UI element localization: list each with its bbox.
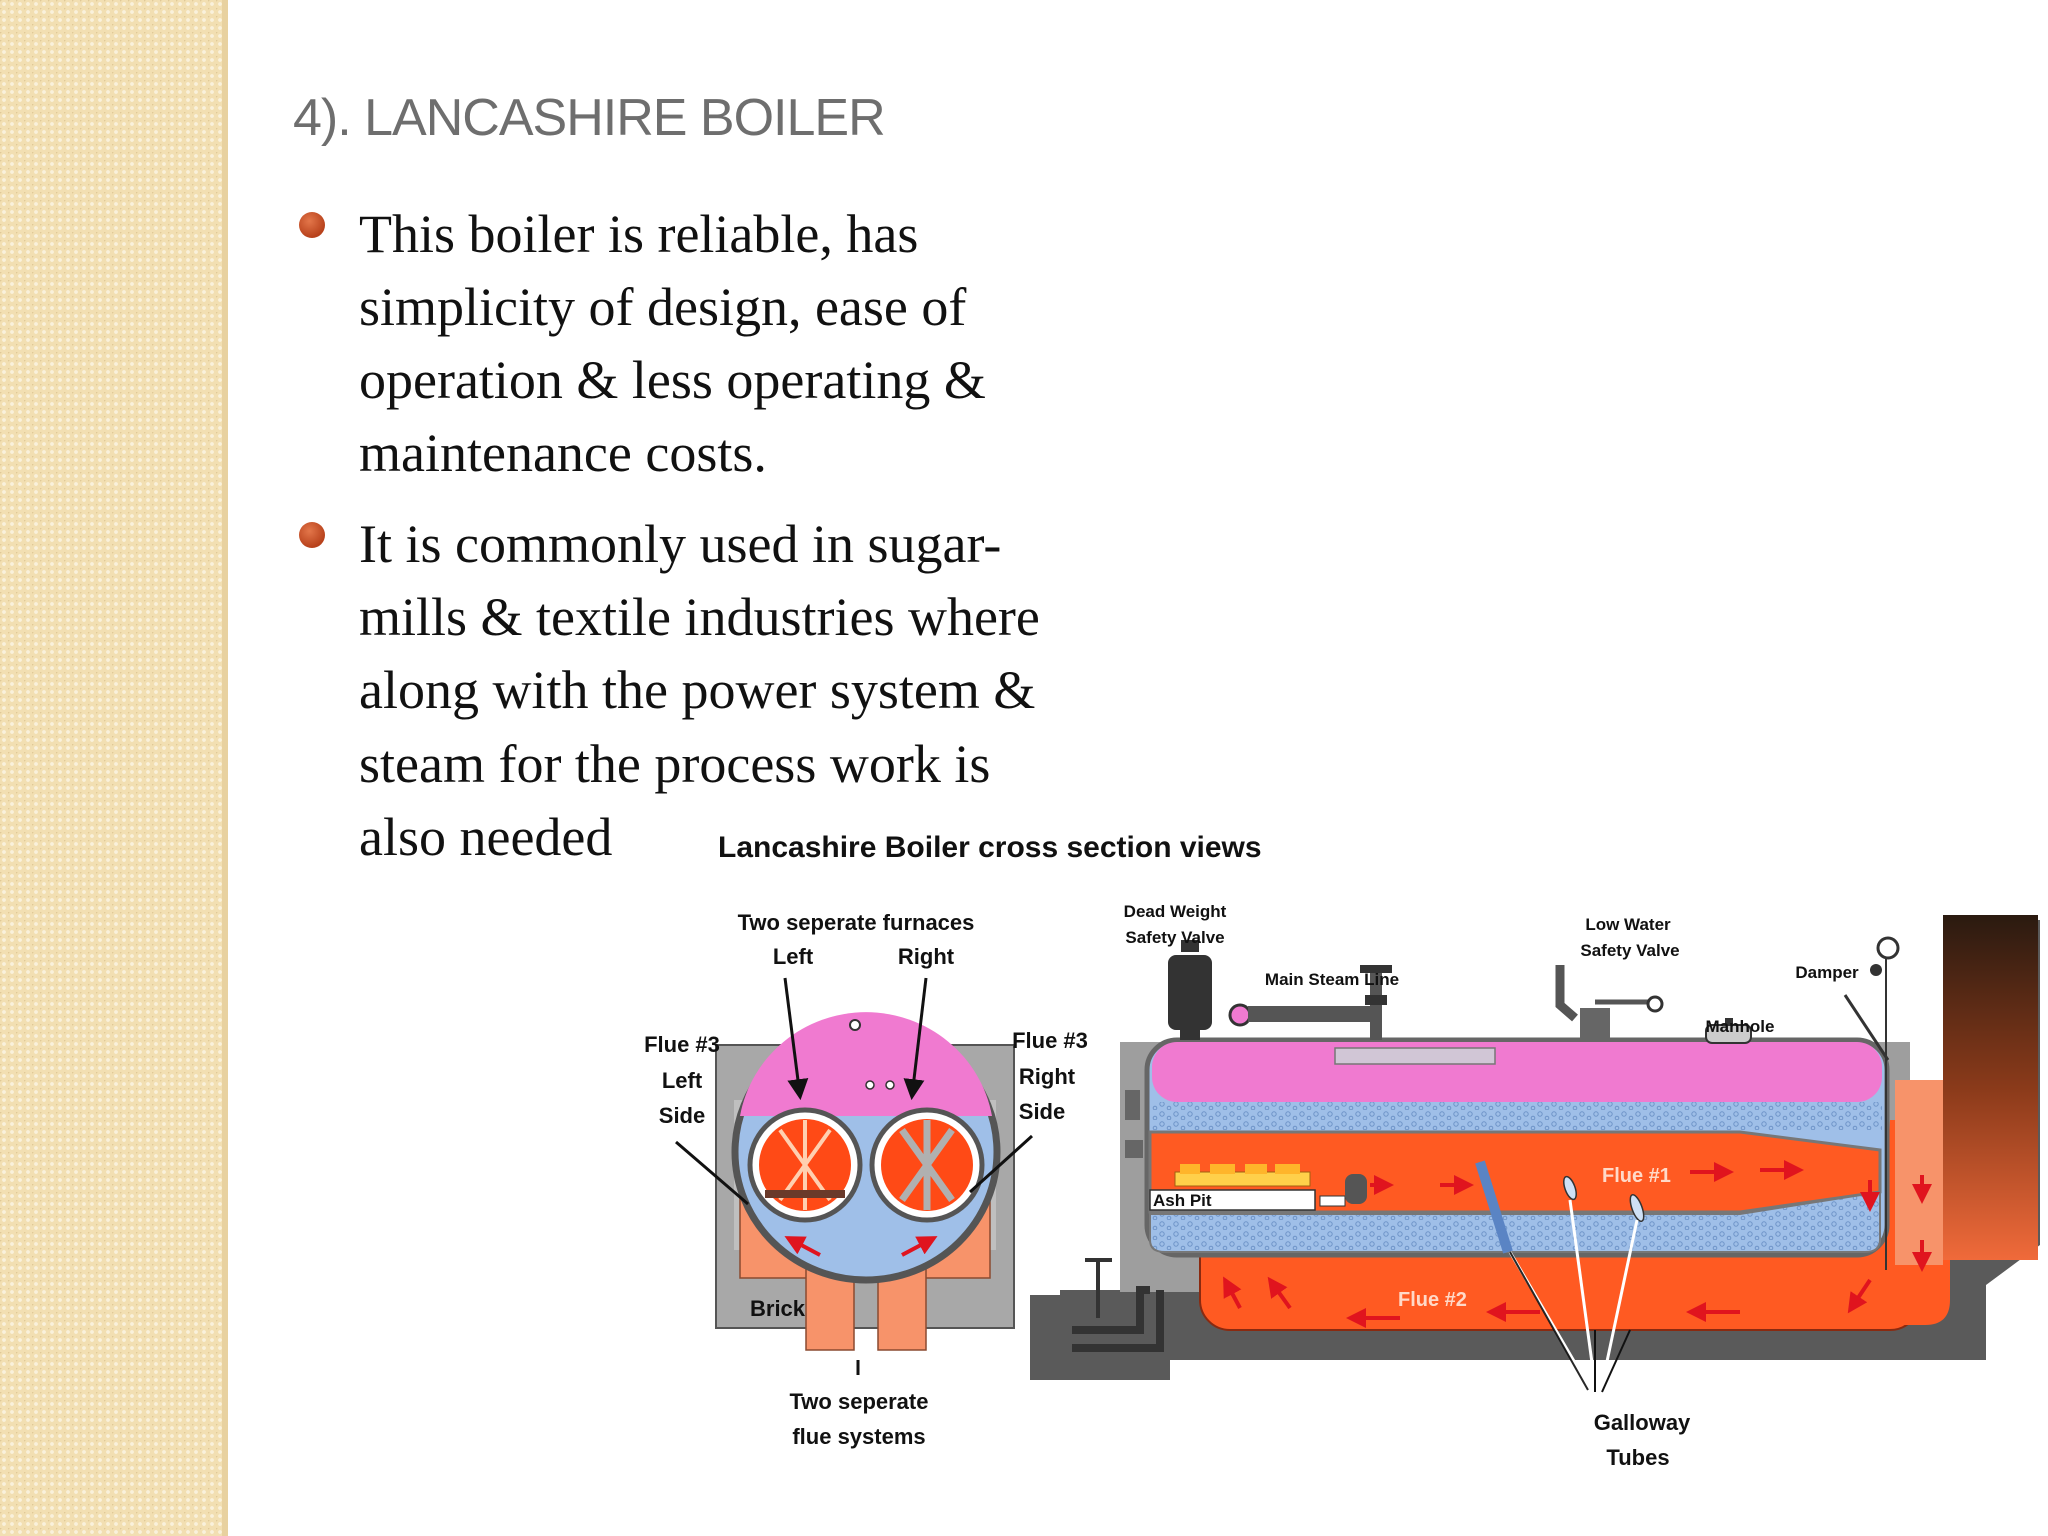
diagram-title: Lancashire Boiler cross section views (718, 831, 1262, 864)
galloway-label-1: Galloway (1594, 1410, 1691, 1435)
galloway-label-2: Tubes (1606, 1445, 1669, 1470)
dead-weight-safety-valve (1168, 940, 1212, 1040)
flue3-right-label-3: Side (1019, 1099, 1065, 1124)
grate (1174, 1171, 1311, 1187)
furnace-right-label: Right (898, 944, 955, 969)
longitudinal-right-view: Ash Pit (1030, 902, 2040, 1470)
flue3-right-label-2: Right (1019, 1064, 1076, 1089)
low-water-label-2: Safety Valve (1580, 941, 1679, 960)
steam-space (1152, 1042, 1882, 1102)
ash-pit-label: Ash Pit (1153, 1191, 1212, 1210)
flue2-label: Flue #2 (1398, 1289, 1467, 1311)
manhole-label: Manhole (1706, 1017, 1775, 1036)
flue1-label: Flue #1 (1602, 1165, 1671, 1187)
lancashire-boiler-diagram: Lancashire Boiler cross section views (644, 831, 2040, 1470)
flue3-left-label-3: Side (659, 1103, 705, 1128)
main-steam-line (1228, 965, 1392, 1040)
main-steam-label: Main Steam Line (1265, 970, 1399, 989)
manhole (1705, 1018, 1752, 1044)
dead-weight-label-1: Dead Weight (1124, 902, 1227, 921)
bullet-line: along with the power system & (359, 660, 1036, 720)
bullet-line: steam for the process work is (359, 734, 991, 794)
low-water-safety-valve (1555, 965, 1664, 1038)
low-water-label-1: Low Water (1585, 915, 1671, 934)
flue3-left-label-2: Left (662, 1068, 703, 1093)
sidebar-texture (0, 0, 228, 1536)
furnaces-label: Two seperate furnaces (738, 910, 975, 935)
cross-section-left-view: Two seperate furnaces Left Right Flue #3… (644, 910, 1088, 1449)
flue-systems-label-1: Two seperate (790, 1389, 929, 1414)
bullet-line: also needed (359, 807, 613, 867)
furnace-left-label: Left (773, 944, 814, 969)
chimney (1943, 915, 2038, 1260)
bullet-dot (299, 522, 325, 548)
dead-weight-label-2: Safety Valve (1125, 928, 1224, 947)
bullet-line: This boiler is reliable, has (359, 204, 919, 264)
flue3-left-label-1: Flue #3 (644, 1032, 720, 1057)
bullet-line: maintenance costs. (359, 423, 767, 483)
bullet-line: simplicity of design, ease of (359, 277, 967, 337)
steam-space-section (740, 1012, 992, 1116)
damper-label: Damper (1795, 963, 1859, 982)
brick-label: Brick (750, 1296, 806, 1321)
flue3-right-label-1: Flue #3 (1012, 1028, 1088, 1053)
bullet-line: It is commonly used in sugar- (359, 514, 1002, 574)
bullet-line: operation & less operating & (359, 350, 986, 410)
slide-title: 4). LANCASHIRE BOILER (293, 89, 886, 147)
damper (1843, 936, 1900, 1270)
left-furnace-section (747, 1107, 863, 1223)
feed-pipes (1072, 1090, 1164, 1352)
bullet-line: mills & textile industries where (359, 587, 1040, 647)
right-furnace-section (869, 1107, 985, 1223)
sidebar-edge (222, 0, 228, 1536)
flue-systems-label-2: flue systems (792, 1424, 925, 1449)
bullet-dot (299, 212, 325, 238)
